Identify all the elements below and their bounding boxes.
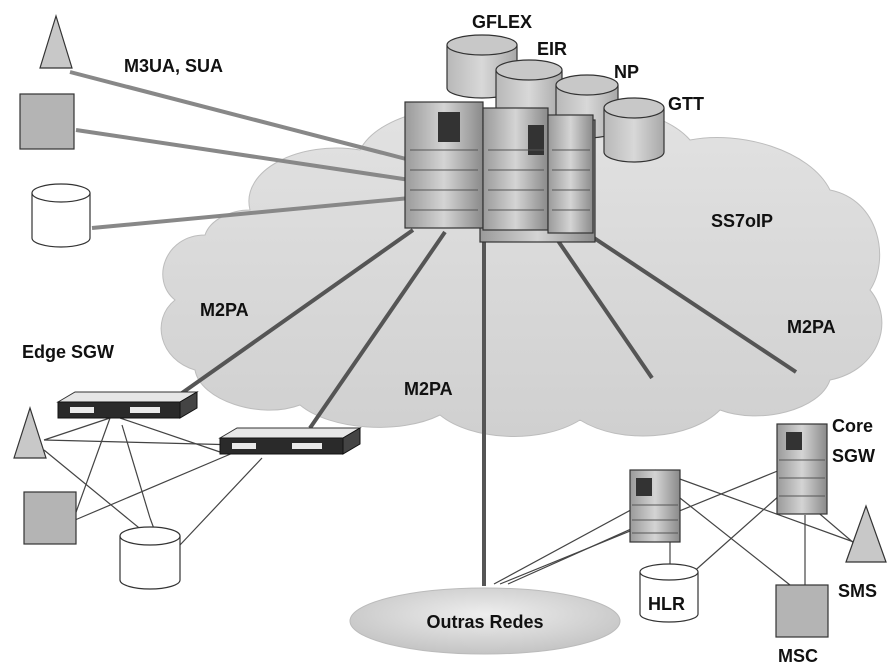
sms-node [845, 504, 887, 563]
triangle-node-edge [13, 406, 47, 459]
database-gtt [603, 97, 665, 163]
label-ss7oip: SS7oIP [711, 211, 773, 231]
label-sgw: SGW [832, 446, 875, 466]
label-gtt: GTT [668, 94, 704, 114]
label-outras-redes: Outras Redes [426, 612, 543, 632]
label-eir: EIR [537, 39, 567, 59]
msc-node [775, 584, 829, 638]
cylinder-node-edge [119, 526, 181, 590]
edge-sgw-device-1 [56, 391, 199, 419]
m3ua-links [69, 70, 411, 230]
cylinder-node-top [31, 183, 91, 248]
label-m2pa-right: M2PA [787, 317, 836, 337]
label-m2pa-left: M2PA [200, 300, 249, 320]
stp-rack-cluster [404, 101, 596, 243]
hlr-database [639, 563, 699, 623]
label-edge-sgw: Edge SGW [22, 342, 114, 362]
m2pa-links [163, 225, 798, 586]
core-rack-1 [629, 469, 681, 543]
link-square-stp [75, 128, 411, 182]
square-node-edge [23, 491, 77, 545]
link-stp-stub1 [550, 230, 654, 380]
edge-sgw-device-2 [218, 427, 362, 455]
label-gflex: GFLEX [472, 12, 532, 32]
link-triangle-stp [69, 70, 411, 162]
link-cylinder-stp [91, 196, 411, 230]
square-node-top [19, 93, 75, 150]
link-stp-stub2 [580, 228, 798, 374]
label-np: NP [614, 62, 639, 82]
label-msc: MSC [778, 646, 818, 666]
label-m2pa-center: M2PA [404, 379, 453, 399]
core-sgw-rack [776, 423, 828, 515]
outras-redes-network [349, 587, 621, 655]
label-core: Core [832, 416, 873, 436]
label-m3ua-sua: M3UA, SUA [124, 56, 223, 76]
triangle-node-top [39, 13, 73, 69]
link-stp-edge2 [308, 230, 447, 430]
label-hlr: HLR [648, 594, 685, 614]
link-stp-edge1 [163, 228, 415, 407]
label-sms: SMS [838, 581, 877, 601]
